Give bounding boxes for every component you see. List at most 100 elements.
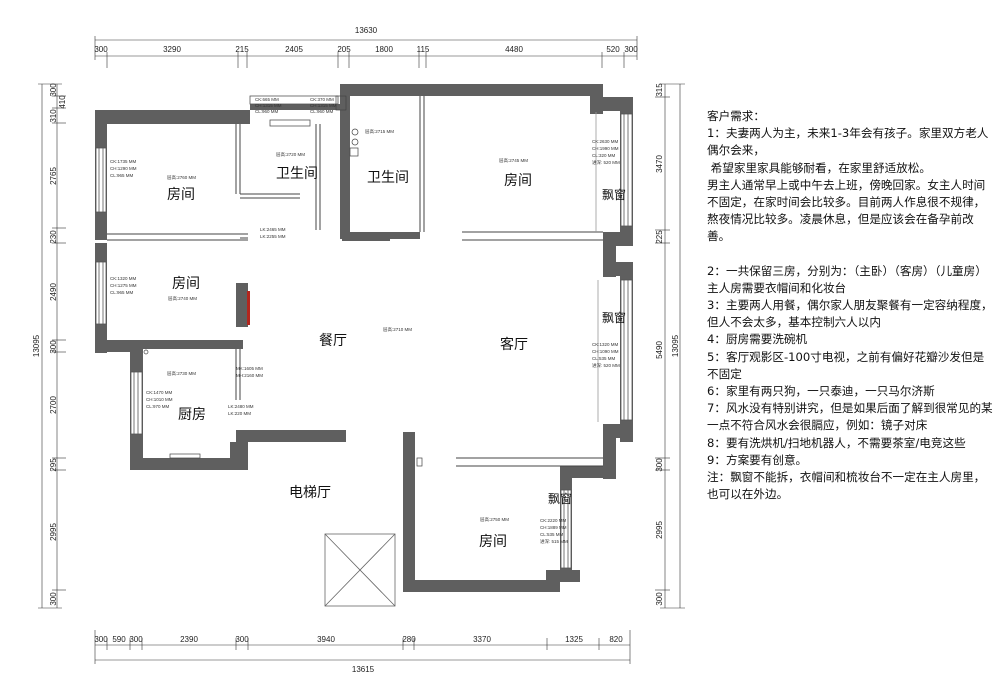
beam-note: LK:220 MM [228,411,251,416]
bottom-dim: 820 [609,635,623,644]
requirement-line: 3：主要两人用餐，偶尔家人朋友聚餐有一定容纳程度，但人不会太多，基本控制六人以内 [707,298,993,330]
beam-note: LK:2480 MM [228,404,254,409]
window-note: CK:370 MM [310,97,334,102]
window-note: CH:1889 MM [540,525,567,530]
window-note: CK:2220 MM [540,518,567,523]
spacer [707,246,993,263]
top-total-dim: 13630 [355,26,378,35]
height-note: 层高:2750 MM [480,516,509,523]
window-note: CL:965 MM [110,173,134,178]
window-note: CH:1275 MM [110,283,137,288]
requirement-line: 8：要有洗烘机/扫地机器人，不需要茶室/电竞这些 [707,435,966,450]
right-dim-labels: 315 3470 225 5490 300 2995 300 [655,83,664,606]
bottom-dim: 3370 [473,635,491,644]
beam-note: MK:1605 MM [236,366,263,371]
window-note: CH:1010 MM [146,397,173,402]
bottom-dim: 590 [112,635,126,644]
top-dim: 1800 [375,45,393,54]
red-marker [247,291,250,325]
bottom-total-dim: 13615 [352,665,375,674]
room-label-s: 房间 [479,534,507,550]
living-label: 客厅 [500,336,528,353]
left-dim: 230 [49,230,58,244]
top-dim: 300 [94,45,108,54]
requirement-line: 6：家里有两只狗，一只泰迪，一只马尔济斯 [707,384,935,399]
requirement-line: 2：一共保留三房，分别为：（主卧）（客房）（儿童房）主人房需要衣帽间和化妆台 [707,263,987,295]
client-requirements: 客户需求： 1：夫妻两人为主，未来1-3年会有孩子。家里双方老人偶尔会来， 希望… [707,108,993,503]
partitions [107,96,603,467]
window-note: CH:1090 MM [592,349,619,354]
window-note: CK:1320 MM [592,342,619,347]
room-label-w: 房间 [172,276,200,292]
walls [95,84,633,592]
left-dim: 295 [49,458,58,472]
window-note: CL:535 MM [592,356,616,361]
height-note: 层高:2760 MM [167,174,196,181]
window-note: CH:1990 MM [592,146,619,151]
window-note: 进深: 515 MM [540,538,568,545]
beam-note: MH:2160 MM [236,373,263,378]
bottom-dim: 1325 [565,635,583,644]
window-note: CL:970 MM [146,404,170,409]
window-note: CH:1315 MM [255,103,282,108]
requirement-line: 男主人通常早上或中午去上班，傍晚回家。女主人时间不固定，在家时间会比较多。目前两… [707,177,986,244]
room-labels: 房间 卫生间 卫生间 房间 房间 餐厅 客厅 厨房 电梯厅 房间 飘窗 飘窗 飘… [167,166,626,550]
window-note: CL:320 MM [592,153,616,158]
right-dim: 2995 [655,521,664,539]
window-note: CL:965 MM [110,290,134,295]
window-note: CL:960 MM [310,109,334,114]
right-dim: 225 [655,230,664,244]
requirement-line: 1：夫妻两人为主，未来1-3年会有孩子。家里双方老人偶尔会来， [707,126,989,158]
left-dim: 300 [49,592,58,606]
ceiling-heights: 层高:2760 MM 层高:2720 MM 层高:2715 MM 层高:2745… [167,128,528,523]
elevator-hall-label: 电梯厅 [289,485,331,501]
requirement-line: 5：客厅观影区-100寸电视，之前有偏好花瓣沙发但是不固定 [707,349,985,381]
top-dimensions [94,36,638,68]
window-notes: CK:1735 MM CH:1290 MM CL:965 MM CK:1320 … [110,97,620,545]
requirement-line: 注：飘窗不能拆，衣帽间和梳妆台不一定在主人房里，也可以在外边。 [707,470,986,502]
kitchen-label: 厨房 [178,407,206,423]
bottom-dimensions [94,630,631,664]
right-dim: 5490 [655,341,664,359]
bottom-dim: 2390 [180,635,198,644]
left-dim: 310 [49,109,58,123]
right-dim: 3470 [655,155,664,173]
top-dim: 520 [606,45,620,54]
top-dim: 2405 [285,45,303,54]
window-note: CK:1320 MM [110,276,137,281]
window-note: 进深: 520 MM [592,159,620,166]
bathroom-label-2: 卫生间 [367,170,409,186]
top-dim: 115 [417,45,430,54]
left-dim-labels: 300 410 310 2765 230 2490 300 2700 295 2… [49,83,67,606]
bottom-dim: 3940 [317,635,335,644]
room-label-nw: 房间 [167,187,195,203]
left-dim: 410 [58,95,67,109]
window-note: CH:1315 MM [310,103,337,108]
right-dim: 300 [655,458,664,472]
left-dim: 300 [49,83,58,97]
window-note: CK:1735 MM [110,159,137,164]
top-dim: 215 [235,45,249,54]
right-dimensions [655,83,685,609]
window-note: CK:665 MM [255,97,279,102]
elevator-shaft [324,533,396,607]
window-note: CK:2630 MM [592,139,619,144]
bottom-dim: 300 [94,635,108,644]
height-note: 层高:2720 MM [276,151,305,158]
window-note: CL:960 MM [255,109,279,114]
top-dim: 300 [624,45,638,54]
bottom-dim-labels: 300 590 300 2390 300 3940 280 3370 1325 … [94,635,623,644]
top-dim-labels: 300 3290 215 2405 205 1800 115 4480 520 … [94,45,638,54]
bay-window-label-2: 飘窗 [602,311,626,325]
top-dim: 3290 [163,45,181,54]
requirement-line: 希望家里家具能够耐看，在家里舒适放松。 [707,160,931,175]
height-note: 层高:2730 MM [167,370,196,377]
left-dim: 2995 [49,523,58,541]
left-dim: 2700 [49,396,58,414]
bay-window-label-3: 飘窗 [548,492,572,506]
window-note: CL:535 MM [540,532,564,537]
left-total-dim: 13095 [32,334,41,357]
height-note: 层高:2715 MM [365,128,394,135]
left-dim: 2490 [49,283,58,301]
bottom-dim: 280 [402,635,416,644]
